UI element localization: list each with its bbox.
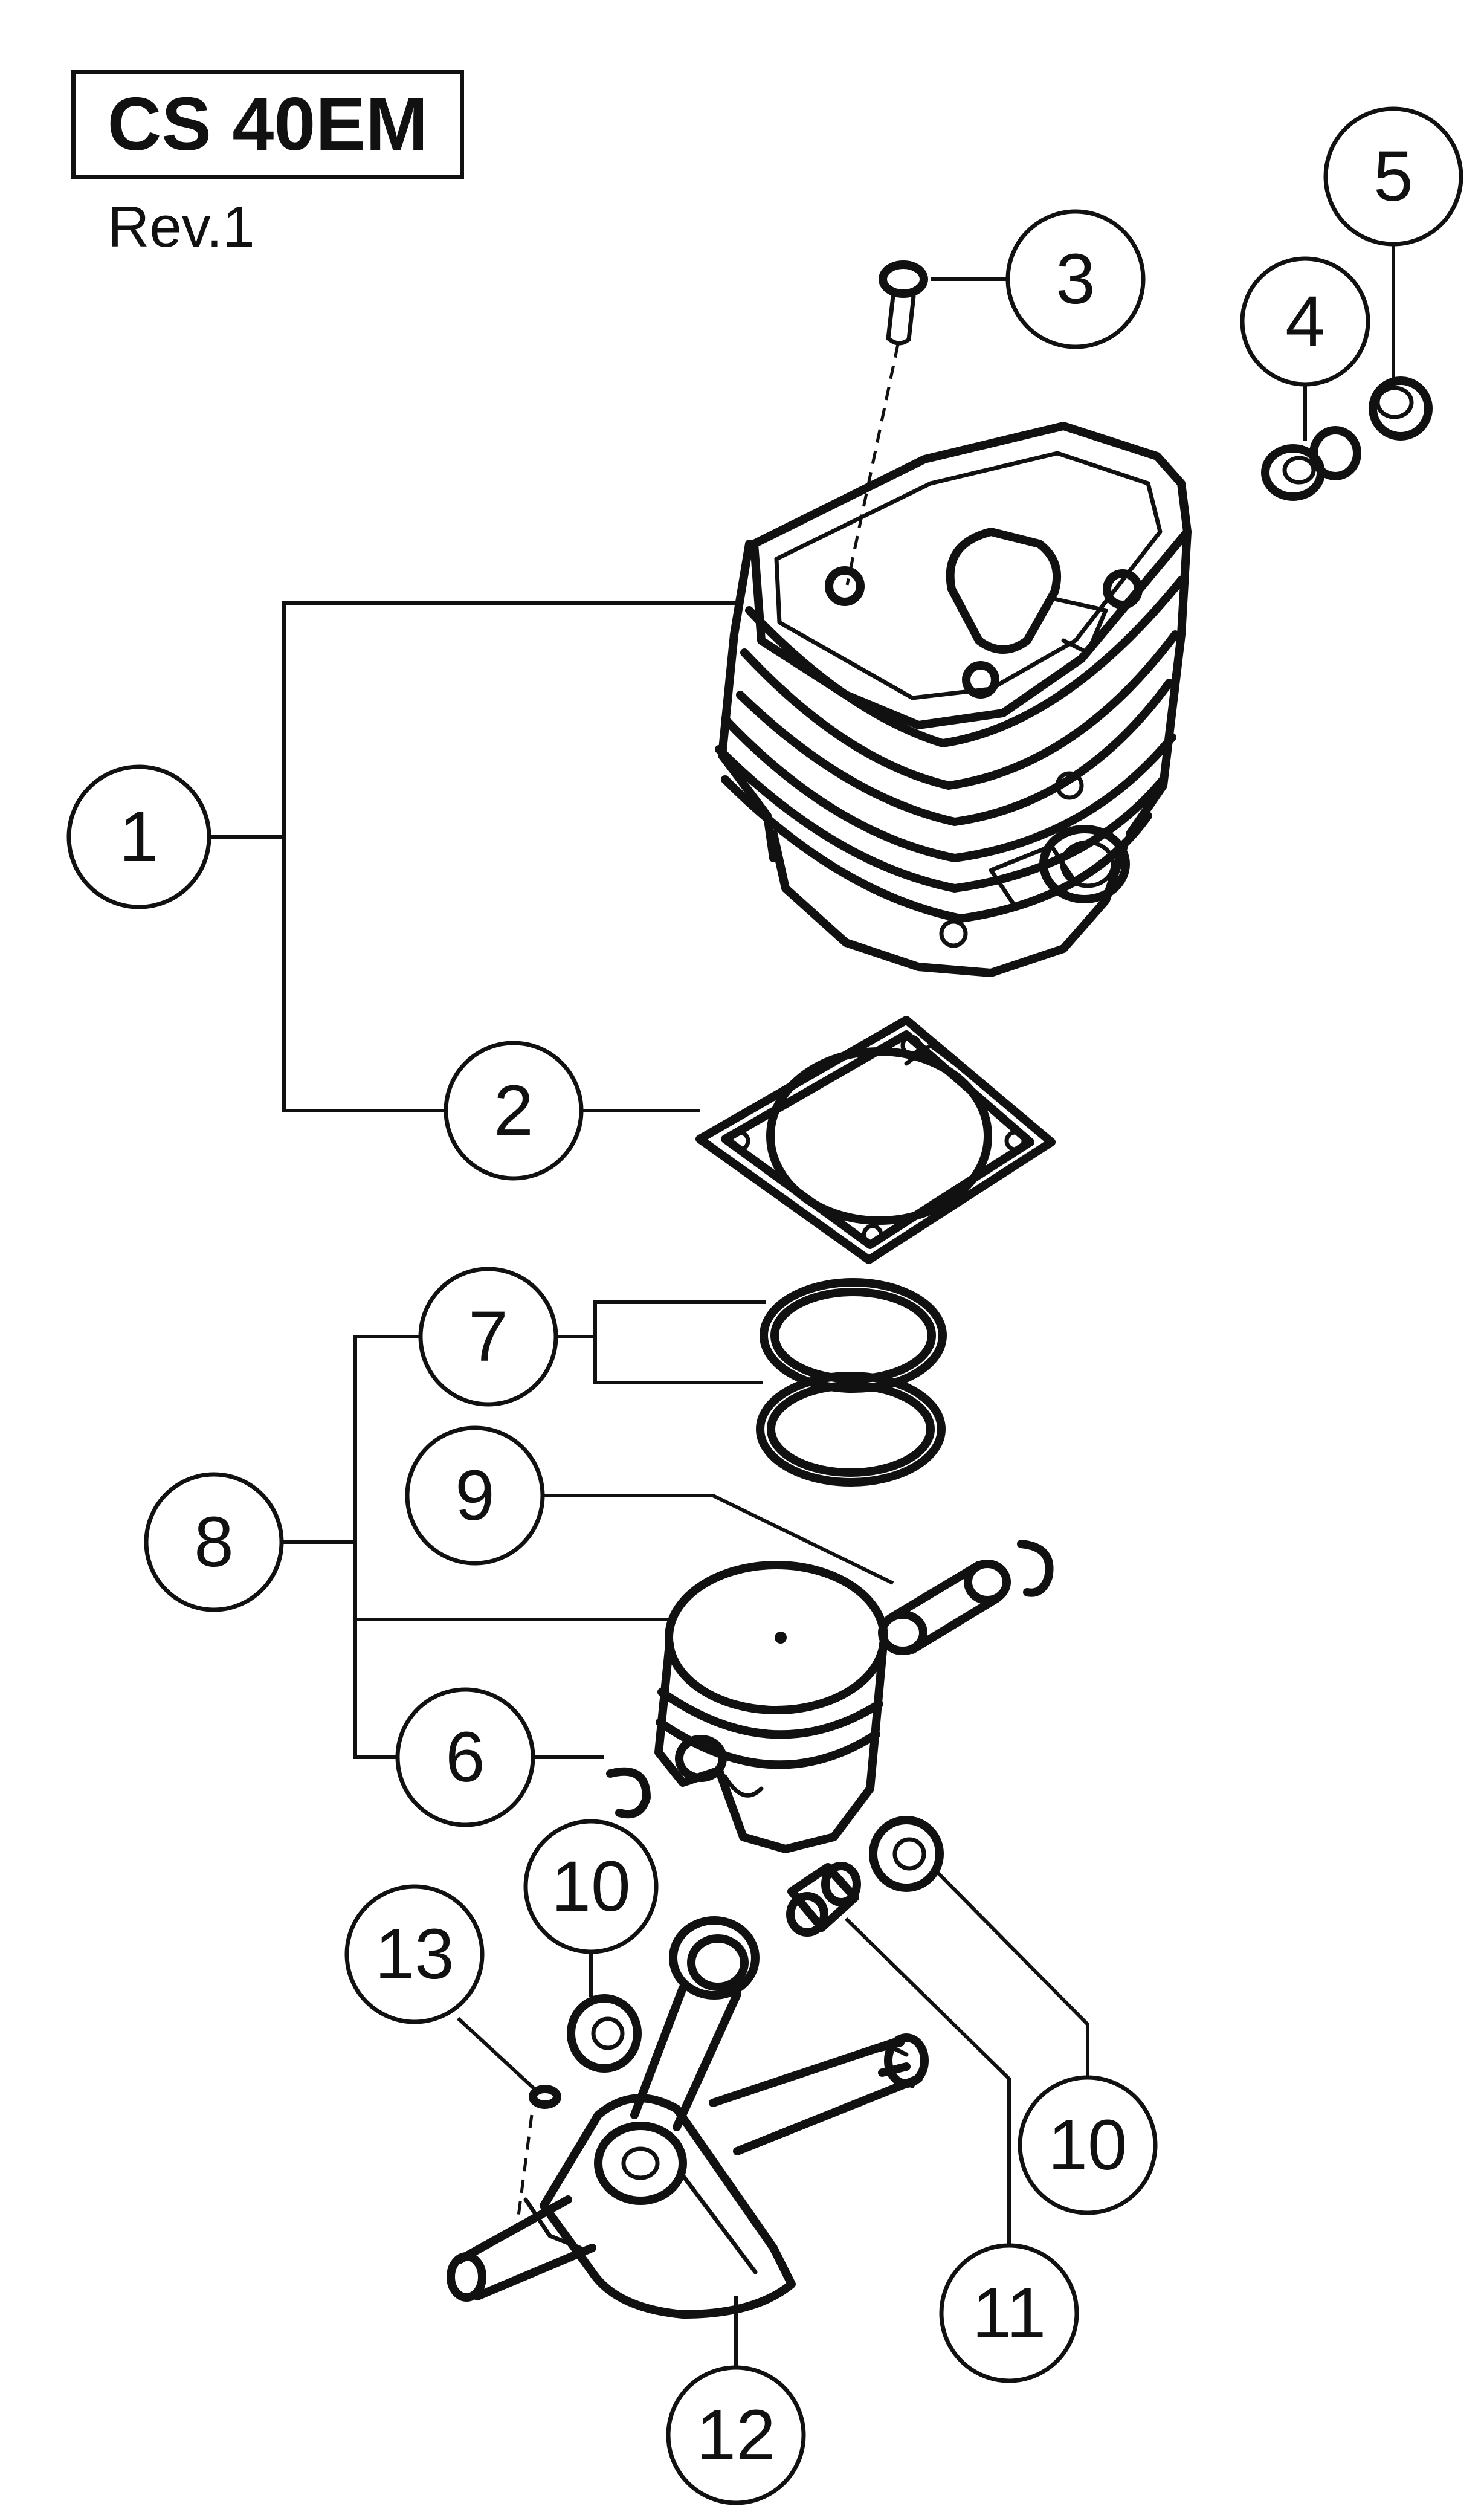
callout-9-label: 9 (455, 1456, 495, 1535)
callout-3: 3 (1005, 209, 1146, 349)
callout-1: 1 (66, 764, 211, 909)
leader-lines (209, 244, 1395, 2369)
part-screw (845, 260, 928, 586)
revision-label: Rev.1 (108, 195, 255, 259)
part-crankshaft (447, 1916, 929, 2319)
callout-1-label: 1 (119, 797, 159, 877)
callout-11-label: 11 (972, 2273, 1047, 2353)
callout-12: 12 (666, 2365, 806, 2505)
part-bearing-left (567, 1994, 642, 2073)
part-gasket (695, 1016, 1056, 1264)
callout-8: 8 (144, 1472, 284, 1612)
callout-7: 7 (418, 1267, 558, 1407)
callout-11: 11 (939, 2243, 1079, 2383)
part-piston (654, 1561, 888, 1853)
callout-6: 6 (395, 1687, 535, 1827)
model-title: CS 40EM (107, 83, 428, 166)
callout-8-label: 8 (194, 1502, 234, 1582)
part-piston-pin (878, 1540, 1054, 1655)
part-bearing-right (869, 1816, 944, 1892)
callout-4-label: 4 (1285, 282, 1325, 361)
callout-6-label: 6 (445, 1717, 485, 1797)
part-key (529, 2085, 561, 2109)
part-circlip (606, 1767, 651, 1819)
callout-9: 9 (405, 1425, 545, 1566)
callout-4: 4 (1240, 256, 1370, 387)
callout-13: 13 (344, 1884, 485, 2024)
callout-12-label: 12 (696, 2395, 775, 2475)
part-cylinder (715, 422, 1192, 977)
callout-10-right-label: 10 (1048, 2105, 1127, 2185)
callout-3-label: 3 (1056, 239, 1095, 319)
callout-5: 5 (1323, 106, 1463, 247)
callout-2: 2 (444, 1041, 584, 1181)
callout-10-left-label: 10 (551, 1847, 630, 1926)
part-needle-bearing (786, 1862, 861, 1937)
part-plug-cap (1369, 376, 1433, 441)
callout-10-right: 10 (1018, 2075, 1158, 2215)
model-title-box: CS 40EM (71, 70, 464, 179)
callout-7-label: 7 (468, 1297, 508, 1377)
callout-13-label: 13 (375, 1914, 454, 1994)
callout-5-label: 5 (1373, 137, 1413, 216)
callout-2-label: 2 (494, 1071, 534, 1151)
part-piston-rings (756, 1278, 947, 1487)
part-plug-nut (1261, 426, 1361, 501)
callout-10-left: 10 (523, 1819, 659, 1954)
